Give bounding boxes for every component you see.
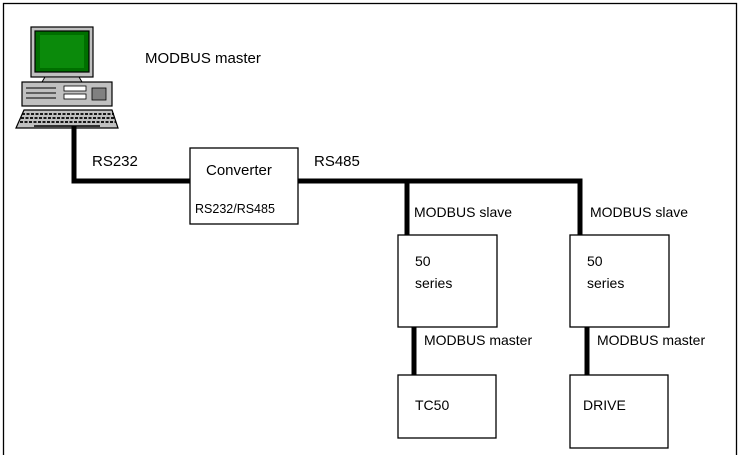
converter-title: Converter — [206, 162, 272, 179]
device-2-label: DRIVE — [583, 397, 626, 413]
rs485-label: RS485 — [314, 153, 360, 170]
slave-1-line2: series — [415, 275, 452, 291]
computer-role-label: MODBUS master — [145, 50, 261, 67]
converter-subtitle: RS232/RS485 — [195, 202, 275, 216]
desktop-computer-icon — [16, 27, 118, 128]
device-1-label: TC50 — [415, 397, 449, 413]
slave-2-line1: 50 — [587, 253, 603, 269]
slave-1-master-label: MODBUS master — [424, 332, 532, 348]
slave-2-role-label: MODBUS slave — [590, 204, 688, 220]
slave-1-role-label: MODBUS slave — [414, 204, 512, 220]
rs232-label: RS232 — [92, 153, 138, 170]
slave-2-line2: series — [587, 275, 624, 291]
slave-1-line1: 50 — [415, 253, 431, 269]
slave-2-master-label: MODBUS master — [597, 332, 705, 348]
